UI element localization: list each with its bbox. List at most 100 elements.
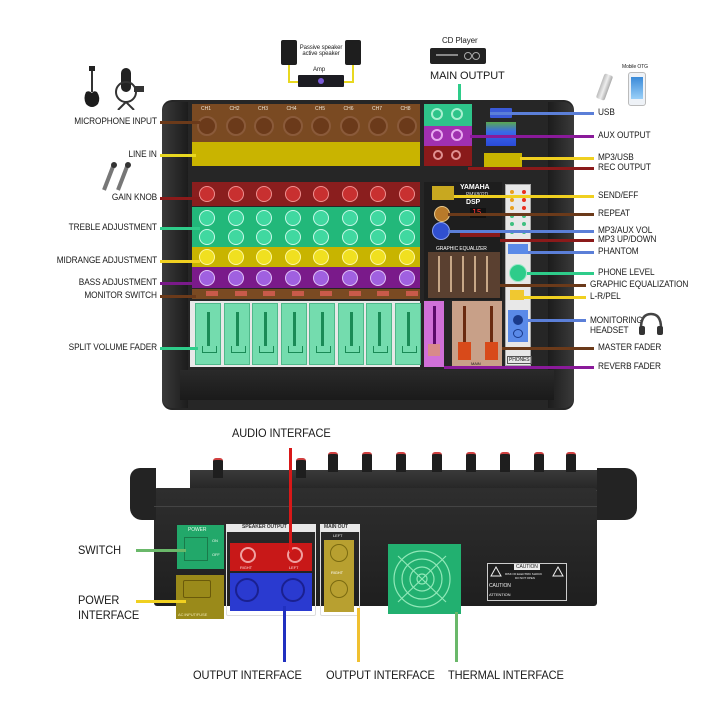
- binding-post-left[interactable]: [287, 547, 303, 563]
- pfl-button[interactable]: [377, 291, 389, 296]
- gain-knob[interactable]: [284, 186, 301, 202]
- channel-fader[interactable]: [394, 303, 421, 365]
- low-knob[interactable]: [199, 229, 215, 245]
- binding-post-right[interactable]: [240, 547, 256, 563]
- rear-knob[interactable]: [566, 452, 576, 472]
- fader-cap[interactable]: [230, 346, 246, 353]
- pfl-button[interactable]: [405, 291, 418, 296]
- treble-knob[interactable]: [370, 210, 386, 226]
- fader-cap[interactable]: [344, 346, 360, 353]
- bass-knob[interactable]: [256, 270, 272, 286]
- gain-knob[interactable]: [199, 186, 215, 202]
- pfl-button[interactable]: [263, 291, 275, 296]
- bass-knob[interactable]: [341, 270, 358, 286]
- gain-knob[interactable]: [370, 186, 386, 202]
- rear-knob[interactable]: [328, 452, 338, 472]
- xlr-input[interactable]: [396, 116, 417, 136]
- mid-knob[interactable]: [313, 249, 329, 265]
- rear-knob[interactable]: [466, 452, 476, 472]
- bass-knob[interactable]: [284, 270, 301, 286]
- channel-fader[interactable]: [337, 303, 364, 365]
- fader-cap[interactable]: [202, 346, 217, 353]
- mid-knob[interactable]: [256, 249, 272, 265]
- eq-slider[interactable]: [486, 256, 488, 292]
- gain-knob[interactable]: [341, 186, 358, 202]
- l-r-pel-button[interactable]: [510, 290, 524, 300]
- treble-knob[interactable]: [227, 210, 244, 226]
- rear-knob[interactable]: [534, 452, 544, 472]
- xlr-input[interactable]: [311, 116, 331, 136]
- fader-cap[interactable]: [287, 346, 303, 353]
- mid-knob[interactable]: [341, 249, 358, 265]
- xlr-input[interactable]: [254, 116, 274, 136]
- fader-cap[interactable]: [259, 346, 274, 353]
- rear-knob[interactable]: [396, 452, 406, 472]
- channel-fader[interactable]: [195, 303, 221, 365]
- low-knob[interactable]: [284, 229, 301, 245]
- treble-knob[interactable]: [398, 210, 415, 226]
- pfl-button[interactable]: [348, 291, 361, 296]
- gain-knob[interactable]: [398, 186, 415, 202]
- xlr-input[interactable]: [282, 116, 303, 136]
- rear-knob[interactable]: [432, 452, 442, 472]
- fader-cap[interactable]: [373, 346, 388, 353]
- phantom-button[interactable]: [508, 244, 528, 254]
- mid-knob[interactable]: [398, 249, 415, 265]
- mid-knob[interactable]: [370, 249, 386, 265]
- rear-knob[interactable]: [500, 452, 510, 472]
- gain-knob[interactable]: [256, 186, 272, 202]
- bass-knob[interactable]: [398, 270, 415, 286]
- xlr-input[interactable]: [368, 116, 388, 136]
- bass-knob[interactable]: [313, 270, 329, 286]
- fader-cap[interactable]: [401, 346, 417, 353]
- gain-knob[interactable]: [227, 186, 244, 202]
- eq-slider[interactable]: [438, 256, 440, 292]
- pfl-button[interactable]: [291, 291, 304, 296]
- treble-knob[interactable]: [341, 210, 358, 226]
- gain-knob[interactable]: [313, 186, 329, 202]
- rocker-switch[interactable]: [184, 537, 208, 561]
- fader-cap[interactable]: [316, 346, 331, 353]
- treble-knob[interactable]: [256, 210, 272, 226]
- mp3-buttons[interactable]: [484, 153, 522, 167]
- eq-slider[interactable]: [450, 256, 452, 292]
- pfl-button[interactable]: [234, 291, 247, 296]
- xlr-input[interactable]: [225, 116, 246, 136]
- eq-slider[interactable]: [474, 256, 476, 292]
- channel-fader[interactable]: [309, 303, 335, 365]
- graphic-equalizer[interactable]: [428, 252, 500, 298]
- low-knob[interactable]: [256, 229, 272, 245]
- treble-knob[interactable]: [313, 210, 329, 226]
- low-knob[interactable]: [227, 229, 244, 245]
- master-fader-left-cap[interactable]: [458, 342, 471, 360]
- bass-knob[interactable]: [199, 270, 215, 286]
- eq-slider[interactable]: [462, 256, 464, 292]
- mp3-up-down-bar[interactable]: [460, 230, 500, 237]
- mid-knob[interactable]: [227, 249, 244, 265]
- mid-knob[interactable]: [284, 249, 301, 265]
- low-knob[interactable]: [370, 229, 386, 245]
- send-eff-button[interactable]: [432, 186, 454, 200]
- xlr-input[interactable]: [197, 116, 217, 136]
- bass-knob[interactable]: [370, 270, 386, 286]
- pfl-button[interactable]: [206, 291, 218, 296]
- low-knob[interactable]: [313, 229, 329, 245]
- rear-knob[interactable]: [296, 458, 306, 478]
- mid-knob[interactable]: [199, 249, 215, 265]
- treble-knob[interactable]: [284, 210, 301, 226]
- low-knob[interactable]: [341, 229, 358, 245]
- xlr-input[interactable]: [339, 116, 360, 136]
- guitar-icon: [84, 66, 100, 107]
- channel-fader[interactable]: [223, 303, 250, 365]
- master-fader-right-cap[interactable]: [485, 342, 498, 360]
- phone-level-knob[interactable]: [509, 264, 527, 282]
- pfl-button[interactable]: [320, 291, 332, 296]
- treble-knob[interactable]: [199, 210, 215, 226]
- low-knob[interactable]: [398, 229, 415, 245]
- rear-knob[interactable]: [362, 452, 372, 472]
- channel-fader[interactable]: [252, 303, 278, 365]
- channel-fader[interactable]: [366, 303, 392, 365]
- bass-knob[interactable]: [227, 270, 244, 286]
- channel-fader[interactable]: [280, 303, 307, 365]
- rear-knob[interactable]: [213, 458, 223, 478]
